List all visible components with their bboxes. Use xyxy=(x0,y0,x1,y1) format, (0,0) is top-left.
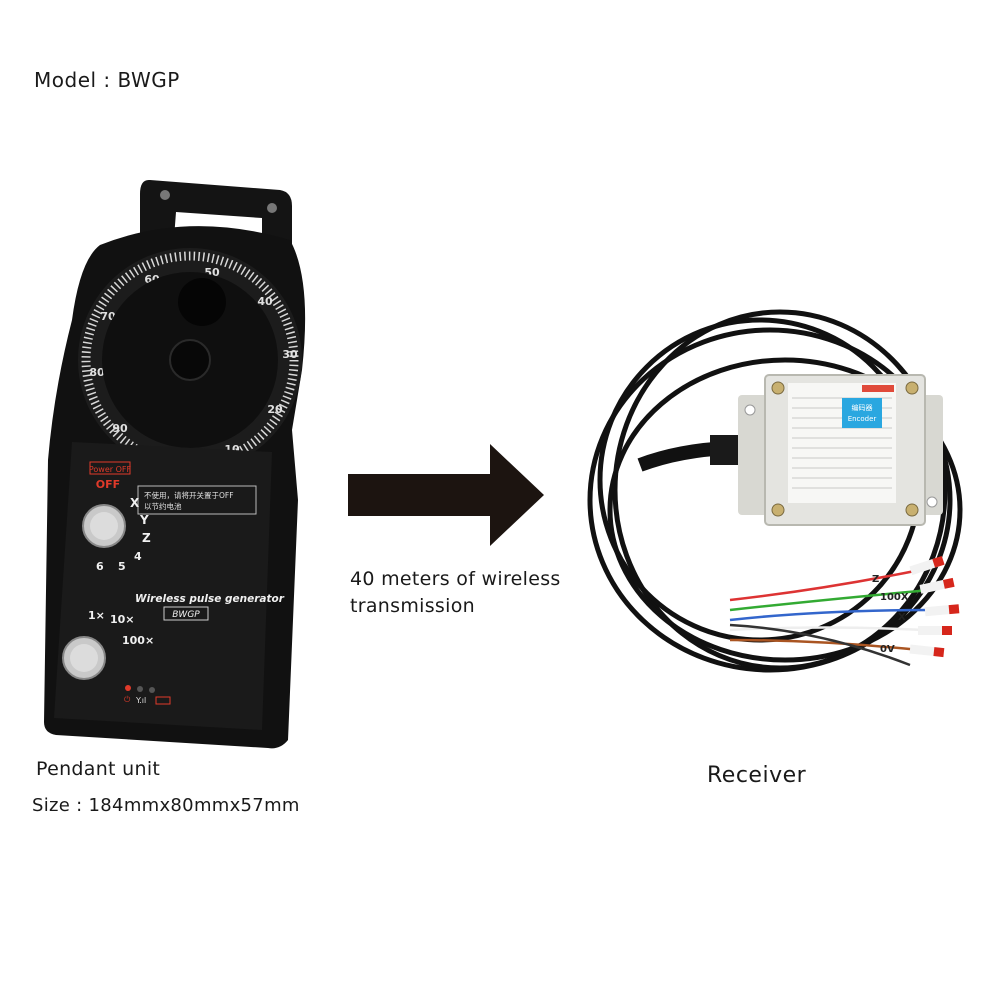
device-name: Wireless pulse generator xyxy=(135,593,285,605)
receiver-label: Receiver xyxy=(707,763,807,788)
encoder-sticker xyxy=(842,398,882,428)
wheel-finger-grip xyxy=(178,278,226,326)
wire-tag: X xyxy=(898,612,906,623)
control-panel xyxy=(54,442,272,730)
dial-number: 30 xyxy=(282,348,298,361)
power-led xyxy=(125,685,131,691)
power-off-label: Power OFF xyxy=(89,465,132,474)
encoder-sticker-label: 编码器 xyxy=(852,403,873,412)
dial-graduation-ring xyxy=(81,251,299,469)
receiver-cable xyxy=(587,309,963,673)
arrow-icon xyxy=(348,444,544,546)
pendant-handle xyxy=(140,179,292,265)
wheel-hub xyxy=(169,339,211,381)
axis-label: X xyxy=(130,496,140,510)
wire-terminals xyxy=(909,556,960,658)
off-label: OFF xyxy=(96,478,120,491)
notice-line1: 不使用，请将开关置于OFF xyxy=(144,490,234,500)
wire-tag: 100X xyxy=(880,592,909,603)
wire-tag: 0V xyxy=(880,644,895,655)
model-plate: BWGP xyxy=(172,610,200,620)
model-label: Model : BWGP xyxy=(34,68,180,92)
transmission-line1: 40 meters of wireless xyxy=(350,568,561,590)
axis-label: 5 xyxy=(118,560,126,573)
dial-number: 40 xyxy=(257,295,273,308)
transmission-line2: transmission xyxy=(350,595,475,617)
multiplier-label: 100× xyxy=(122,634,154,647)
multiplier-label: 10× xyxy=(110,613,135,626)
power-icon: ⏻ xyxy=(124,695,131,704)
notice-line2: 以节约电池 xyxy=(144,501,182,511)
axis-label: Z xyxy=(142,531,151,545)
wire-tag: Z xyxy=(872,574,879,585)
receiver-image: Z 100X X 0V 编码器 Encoder xyxy=(587,309,963,673)
battery-icon xyxy=(155,696,171,705)
dial-number: 90 xyxy=(112,422,128,435)
dial-number: 80 xyxy=(89,366,105,379)
pendant-unit-label: Pendant unit xyxy=(36,758,161,780)
axis-label: 6 xyxy=(96,560,104,573)
axis-label: Y xyxy=(139,513,149,527)
multiplier-label: 1× xyxy=(88,609,105,622)
signal-icon: Y.ıl xyxy=(135,696,146,705)
axis-label: 4 xyxy=(134,550,142,563)
dial-number: 20 xyxy=(267,403,283,416)
encoder-sticker-label2: Encoder xyxy=(848,415,877,423)
pendant-size-label: Size : 184mmx80mmx57mm xyxy=(32,795,300,816)
pendant-unit-image: 0 10 20 30 40 50 60 70 80 90 Power OFF O… xyxy=(44,179,306,749)
transmission-caption: 40 meters of wireless transmission xyxy=(350,566,561,620)
